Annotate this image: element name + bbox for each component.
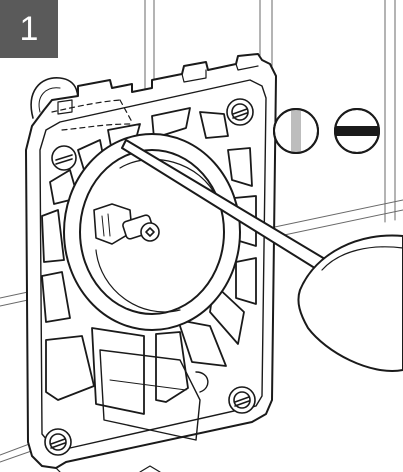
step-number-badge: 1 (0, 0, 58, 58)
screw-top-left (51, 145, 77, 171)
screw-bottom-left (44, 428, 72, 456)
screw-bottom-right (228, 386, 256, 414)
flat-tip-icon (334, 108, 380, 154)
hidden-clip-outline (51, 99, 133, 131)
inner-bracket (99, 349, 209, 441)
pivot-screw (93, 203, 160, 245)
grille-vents (41, 107, 257, 415)
screwdriver (121, 139, 403, 372)
screw-top-right (226, 98, 254, 126)
phillips-tip-icon (273, 108, 319, 154)
